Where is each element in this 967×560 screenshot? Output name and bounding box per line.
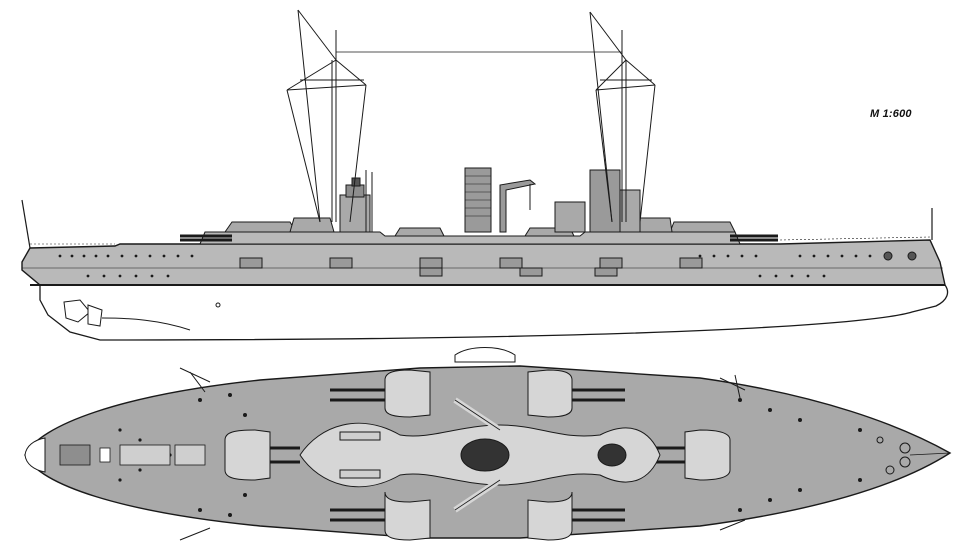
aft-turret [669,221,736,233]
hull-upper [21,239,946,286]
fore-bridge [339,194,371,233]
hull-lower [39,284,949,341]
superstructure [199,231,741,245]
boats-starboard [339,469,381,479]
turret-aft [224,429,300,481]
turret-wing-port-fore [527,369,625,418]
funnel-top [460,438,510,472]
scale-label: M 1:600 [870,108,912,120]
turret-wing-starboard-aft [330,491,431,541]
crane [499,179,537,233]
turret-wing-starboard-fore [527,491,625,541]
stern-gear [63,299,191,331]
deck-fittings [118,393,862,517]
casemates [239,257,703,277]
portholes [58,254,872,278]
fore-turret [224,221,297,233]
fore-mast [286,9,373,232]
aft-bridge [589,169,621,233]
aft-mast [589,11,656,223]
side-elevation [21,9,949,341]
plan-view [24,347,952,541]
boats-port [339,431,381,441]
turret-wing-port-aft [330,369,431,418]
